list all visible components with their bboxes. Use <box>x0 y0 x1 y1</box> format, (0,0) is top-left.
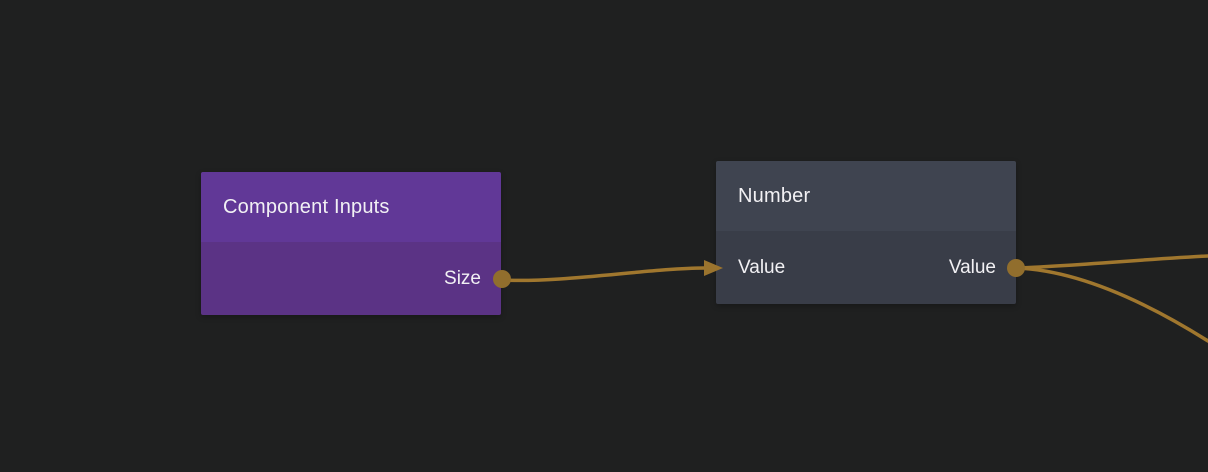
node-number[interactable]: Number Value Value <box>716 161 1016 304</box>
wire-value-output-lower[interactable] <box>1014 266 1208 343</box>
output-port-label-value: Value <box>948 256 996 278</box>
node-body-number: Value Value <box>716 231 1016 304</box>
node-body-component-inputs: Size <box>201 242 501 315</box>
port-row-size: Size <box>223 268 481 290</box>
port-row-value: Value Value <box>738 257 996 279</box>
node-title: Number <box>738 184 811 207</box>
node-component-inputs[interactable]: Component Inputs Size <box>201 172 501 315</box>
node-header-number[interactable]: Number <box>716 161 1016 231</box>
input-port-label-value: Value <box>738 256 786 278</box>
node-title: Component Inputs <box>223 195 390 218</box>
wire-size-to-value[interactable] <box>500 266 707 283</box>
wire-value-output-upper[interactable] <box>1014 254 1208 270</box>
node-header-component-inputs[interactable]: Component Inputs <box>201 172 501 242</box>
output-port-label-size: Size <box>444 267 481 289</box>
